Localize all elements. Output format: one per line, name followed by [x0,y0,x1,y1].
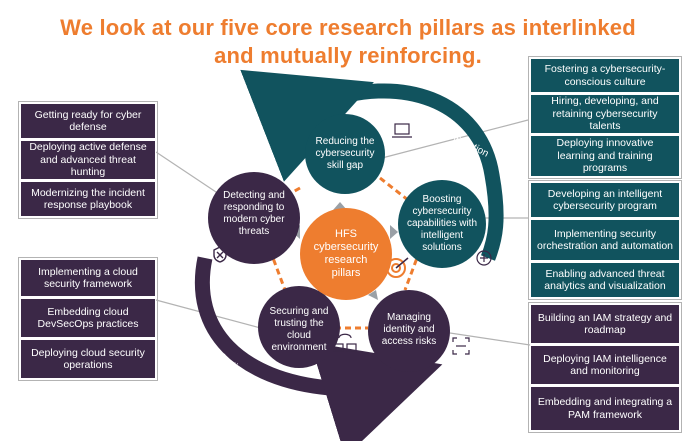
right-mid-frame [528,180,682,300]
left-top-box-1: Getting ready for cyber defense [20,103,156,139]
right-bottom-box-2: Deploying IAM intelligence and monitorin… [530,345,680,385]
title-line-1: We look at our five core research pillar… [60,15,636,40]
protection-arc [194,256,443,441]
left-bottom-box-1: Implementing a cloud security framework [20,259,156,297]
left-bottom-box-3: Deploying cloud security operations [20,339,156,379]
pentagon-links [268,176,422,330]
pillar-detecting-label: Detecting and responding to modern cyber… [223,190,285,237]
connector-right-top [381,119,529,159]
left-top-box-2: Deploying active defense and advanced th… [20,140,156,180]
right-top-box-1: Fostering a cybersecurity-conscious cult… [530,58,680,93]
augmentation-arc [240,69,504,261]
right-bottom-box-3: Embedding and integrating a PAM framewor… [530,386,680,431]
title-line-2: and mutually reinforcing. [214,43,482,68]
laptop-icon [392,123,412,138]
pillar-detecting: Detecting and responding to modern cyber… [208,172,300,264]
face-scan-icon [452,337,470,355]
pillar-skill-gap: Reducing the cybersecurity skill gap [305,114,385,194]
right-top-box-3: Deploying innovative learning and traini… [530,135,680,177]
right-top-box-2: Hiring, developing, and retaining cybers… [530,94,680,134]
right-top-frame [528,56,682,179]
pillar-skill-gap-label: Reducing the cybersecurity skill gap [315,136,375,171]
right-mid-box-3: Enabling advanced threat analytics and v… [530,262,680,298]
pillar-securing: Securing and trusting the cloud environm… [258,286,340,368]
core-hfs-pillars: HFS cybersecurity research pillars [300,208,392,300]
page-title: We look at our five core research pillar… [0,14,696,70]
pillar-securing-label: Securing and trusting the cloud environm… [269,306,329,353]
pillar-boosting-label: Boosting cybersecurity capabilities with… [406,194,478,253]
pillar-identity: Managing identity and access risks [368,290,450,372]
brain-icon [476,250,492,266]
left-top-box-3: Modernizing the incident response playbo… [20,181,156,217]
pillar-boosting: Boosting cybersecurity capabilities with… [398,180,486,268]
pillar-identity-label: Managing identity and access risks [381,312,437,347]
right-bottom-box-1: Building an IAM strategy and roadmap [530,304,680,344]
left-top-frame [18,101,158,219]
right-bottom-frame [528,302,682,433]
right-mid-box-2: Implementing security orchestration and … [530,219,680,261]
right-mid-box-1: Developing an intelligent cybersecurity … [530,182,680,218]
left-bottom-box-2: Embedding cloud DevSecOps practices [20,298,156,338]
left-bottom-frame [18,257,158,381]
